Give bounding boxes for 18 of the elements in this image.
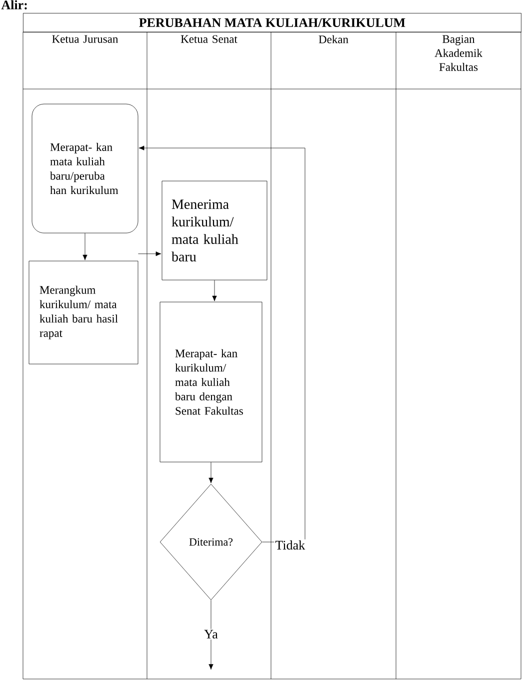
column-heading: Ketua Jurusan bbox=[52, 35, 118, 43]
arrow bbox=[138, 146, 306, 542]
column-heading: Bagian Akademik Fakultas bbox=[434, 35, 482, 71]
table-title-row: PERUBAHAN MATA KULIAH/KURIKULUM bbox=[23, 13, 522, 32]
arrow bbox=[138, 251, 162, 256]
edge-label: Tidak bbox=[274, 539, 306, 551]
arrow bbox=[82, 233, 88, 260]
process-box: Merapat- kan kurikulum/ mata kuliah baru dengan Senat Fakultas bbox=[160, 302, 262, 462]
arrow bbox=[212, 280, 217, 302]
process-box: Merangkum kurikulum/ mata kuliah baru hasil rapat bbox=[28, 260, 138, 364]
arrow bbox=[208, 600, 214, 670]
section-heading: Alir: bbox=[1, 0, 27, 10]
column-heading: Dekan bbox=[318, 35, 348, 44]
column-heading: Ketua Senat bbox=[180, 35, 238, 43]
edge-label: Ya bbox=[203, 628, 219, 640]
process-box: Menerima kurikulum/ mata kuliah baru bbox=[162, 180, 268, 280]
arrow bbox=[208, 462, 214, 484]
rounded-process-box: Merapat- kan mata kuliah baru/peruba han kurikulum bbox=[32, 104, 138, 234]
